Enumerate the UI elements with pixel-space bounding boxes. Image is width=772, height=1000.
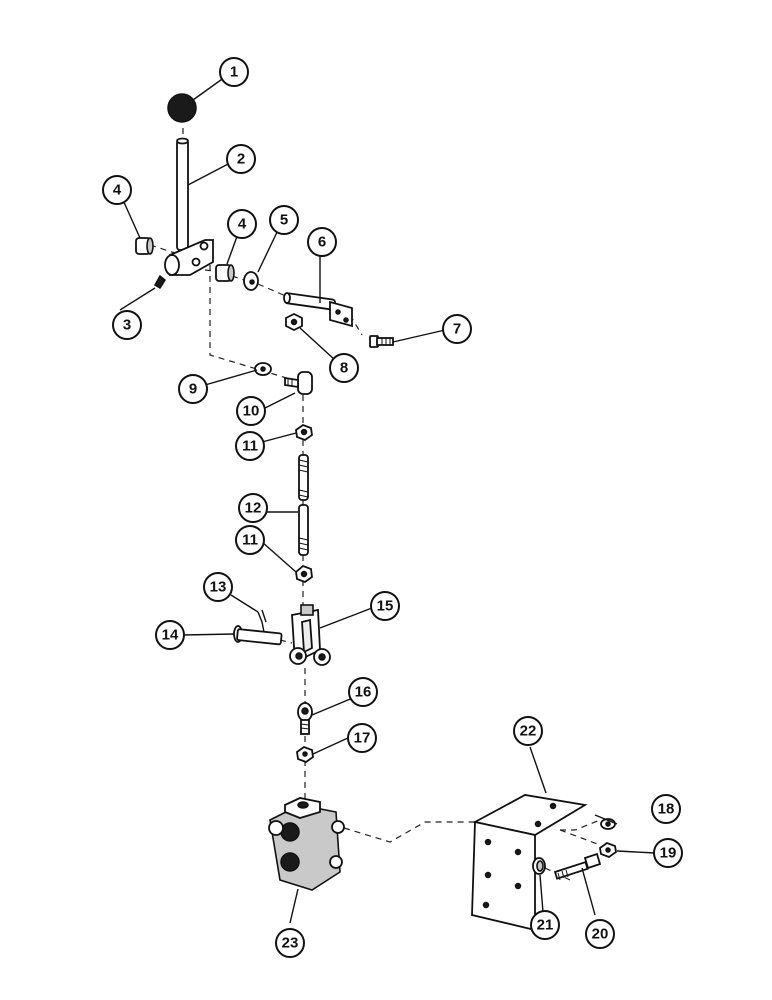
svg-text:14: 14 [162,627,179,644]
clevis-part [289,604,331,666]
bolt-part [369,335,394,348]
jam-nut-part-lower [295,564,313,584]
pivot-shaft-part [283,292,353,328]
svg-text:9: 9 [189,381,197,398]
bracket-part [471,794,588,932]
nut-part-19 [599,841,617,859]
svg-text:2: 2 [237,151,245,168]
svg-text:12: 12 [245,500,262,517]
callout-5: 5 [269,205,299,235]
callout-14: 14 [155,620,185,650]
callout-18: 18 [651,794,681,824]
callout-16: 16 [348,677,378,707]
lever-part [164,137,214,276]
svg-text:4: 4 [113,182,122,199]
svg-text:13: 13 [210,579,227,596]
assembly-lines [149,128,601,881]
bushing-part-right [215,264,235,282]
set-screw-part [153,274,166,290]
callout-4-right: 4 [227,209,257,239]
clevis-pin-part [233,625,283,646]
callout-1: 1 [219,57,249,87]
callout-20: 20 [585,919,615,949]
valve-body-part [268,797,345,891]
svg-text:1: 1 [230,64,238,81]
swivel-part [284,371,313,395]
svg-text:17: 17 [354,730,371,747]
svg-text:7: 7 [453,321,461,338]
jam-nut-part-upper [295,423,313,442]
callout-23: 23 [275,928,305,958]
knob-part [167,93,197,123]
svg-text:20: 20 [592,926,609,943]
washer-part-9 [254,362,272,376]
svg-text:22: 22 [520,723,537,740]
callout-3: 3 [112,310,142,340]
threaded-rod-part [298,454,309,556]
callout-13: 13 [203,572,233,602]
callout-17: 17 [347,723,377,753]
callout-8: 8 [329,353,359,383]
callout-7: 7 [442,314,472,344]
eye-bolt-part [297,702,313,735]
svg-text:3: 3 [123,317,131,334]
callout-6: 6 [307,227,337,257]
callout-19: 19 [653,838,683,868]
svg-text:5: 5 [280,212,288,229]
svg-text:15: 15 [377,598,394,615]
callout-21: 21 [530,910,560,940]
svg-text:8: 8 [340,360,348,377]
bushing-part-left [135,237,154,255]
leader-lines [119,76,656,924]
svg-text:19: 19 [660,845,677,862]
svg-text:4: 4 [238,216,247,233]
mounting-bolt-part [553,852,602,881]
svg-text:11: 11 [242,532,258,549]
callout-4-left: 4 [102,175,132,205]
svg-text:6: 6 [318,234,326,251]
svg-text:11: 11 [242,438,258,455]
svg-text:10: 10 [243,403,260,420]
callout-10: 10 [236,396,266,426]
callout-22: 22 [513,716,543,746]
lock-washer-part [532,857,546,875]
nut-part [285,312,303,332]
nut-part-17 [296,745,314,764]
callout-2: 2 [226,144,256,174]
washer-part [243,271,259,291]
svg-text:23: 23 [282,935,299,952]
callout-12: 12 [238,493,268,523]
svg-text:21: 21 [537,917,554,934]
cotter-pin-part [257,609,267,633]
callout-15: 15 [370,591,400,621]
callout-11-lower: 11 [235,525,265,555]
callout-11-upper: 11 [235,431,265,461]
svg-text:16: 16 [355,684,372,701]
svg-text:18: 18 [658,801,675,818]
callout-9: 9 [178,374,208,404]
